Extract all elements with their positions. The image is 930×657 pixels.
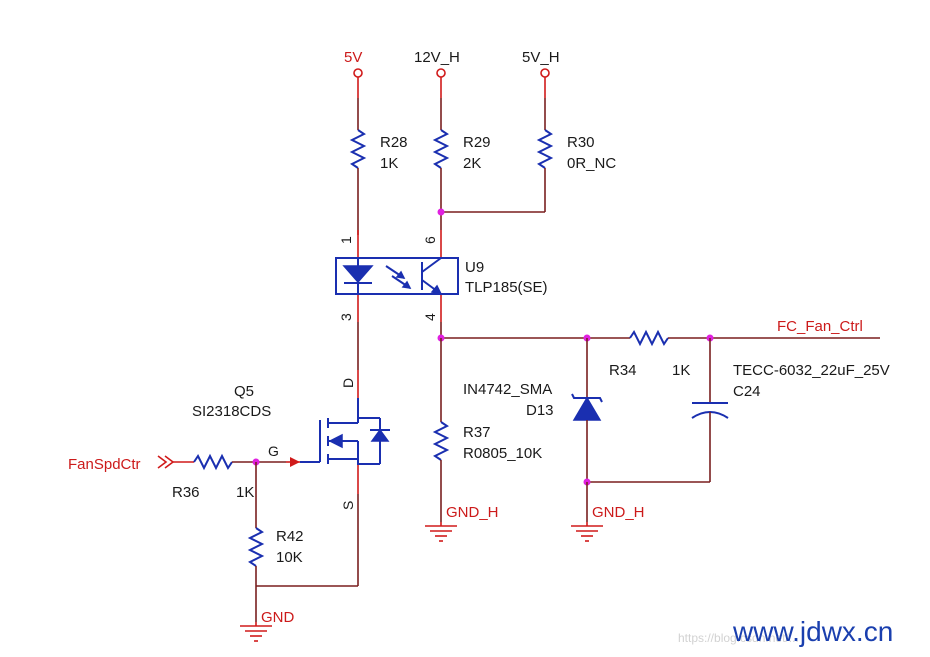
- power-port-circle-icon: [353, 68, 363, 78]
- led-triangle-icon: [342, 265, 374, 284]
- resistor-r29: R29 2K: [432, 98, 491, 212]
- r28-value: 1K: [380, 155, 398, 172]
- r36-ref: R36: [172, 484, 200, 501]
- resistor-r36: R36 1K: [172, 453, 254, 501]
- ground-gnd-h-1: GND_H: [425, 504, 499, 542]
- resistor-zigzag-icon: [432, 421, 450, 461]
- zener-diode-icon: [572, 396, 602, 421]
- resistor-r42: R42 10K: [247, 462, 304, 622]
- c24-value: TECC-6032_22uF_25V: [733, 362, 890, 379]
- net-label-fanspdctr: FanSpdCtr: [68, 456, 141, 473]
- diode-d13: IN4742_SMA D13: [463, 338, 603, 482]
- u9-pin-1: 1: [338, 236, 354, 244]
- capacitor-c24: TECC-6032_22uF_25V C24: [691, 338, 890, 482]
- r36-value: 1K: [236, 484, 254, 501]
- power-label-12v-h: 12V_H: [414, 49, 460, 66]
- r37-ref: R37: [463, 424, 491, 441]
- u9-pin-4: 4: [422, 313, 438, 321]
- ground-label: GND_H: [446, 504, 499, 521]
- d13-ref: D13: [526, 402, 554, 419]
- resistor-r30: R30 0R_NC: [536, 98, 616, 212]
- d13-value: IN4742_SMA: [463, 381, 552, 398]
- q5-value: SI2318CDS: [192, 403, 271, 420]
- power-12v-h: 12V_H: [414, 49, 460, 98]
- u9-pin-3: 3: [338, 313, 354, 321]
- junction-dot: [437, 208, 445, 216]
- resistor-zigzag-icon: [629, 329, 669, 347]
- q5-pin-d: D: [340, 378, 356, 388]
- r29-ref: R29: [463, 134, 491, 151]
- r42-value: 10K: [276, 549, 303, 566]
- resistor-r28: R28 1K: [349, 98, 408, 235]
- r34-value: 1K: [672, 362, 690, 379]
- r30-ref: R30: [567, 134, 595, 151]
- q5-pin-s: S: [340, 501, 356, 510]
- power-port-circle-icon: [540, 68, 550, 78]
- power-5v: 5V: [344, 49, 363, 98]
- ground-gnd-h-2: GND_H: [571, 504, 645, 542]
- emitter-arrow-icon: [430, 284, 443, 296]
- r29-value: 2K: [463, 155, 481, 172]
- net-label-fc-fan-ctrl: FC_Fan_Ctrl: [777, 318, 863, 335]
- u9-value: TLP185(SE): [465, 279, 548, 296]
- power-5v-h: 5V_H: [522, 49, 560, 98]
- r42-ref: R42: [276, 528, 304, 545]
- u9-pin-6: 6: [422, 236, 438, 244]
- r28-ref: R28: [380, 134, 408, 151]
- resistor-r34: R34 1K: [609, 329, 690, 379]
- power-label-5v: 5V: [344, 49, 362, 66]
- r34-ref: R34: [609, 362, 637, 379]
- resistor-zigzag-icon: [193, 453, 233, 471]
- resistor-zigzag-icon: [349, 129, 367, 169]
- resistor-zigzag-icon: [247, 527, 265, 567]
- ground-label: GND_H: [592, 504, 645, 521]
- mosfet-q5: D S Q5 SI2318CDS: [192, 322, 390, 510]
- gate-arrow-icon: [290, 457, 300, 467]
- r37-value: R0805_10K: [463, 445, 542, 462]
- power-port-circle-icon: [436, 68, 446, 78]
- resistor-zigzag-icon: [536, 129, 554, 169]
- r30-value: 0R_NC: [567, 155, 616, 172]
- ground-gnd: GND: [240, 609, 295, 642]
- u9-ref: U9: [465, 259, 484, 276]
- optocoupler-u9: 1 6 3 4 U9 TLP185(SE): [335, 230, 548, 322]
- ground-label: GND: [261, 609, 295, 626]
- resistor-zigzag-icon: [432, 129, 450, 169]
- fanspd-input-port: FanSpdCtr: [68, 455, 194, 473]
- watermark-big: www.jdwx.cn: [732, 616, 893, 647]
- watermark-small: https://blog.csdn.net/...: [678, 631, 799, 645]
- mosfet-arrow-icon: [328, 433, 343, 449]
- chevron-port-icon: [157, 455, 168, 469]
- c24-ref: C24: [733, 383, 761, 400]
- resistor-r37: R37 R0805_10K: [432, 338, 542, 522]
- q5-ref: Q5: [234, 383, 254, 400]
- body-diode-icon: [370, 428, 390, 442]
- power-label-5v-h: 5V_H: [522, 49, 560, 66]
- q5-pin-g: G: [268, 443, 279, 459]
